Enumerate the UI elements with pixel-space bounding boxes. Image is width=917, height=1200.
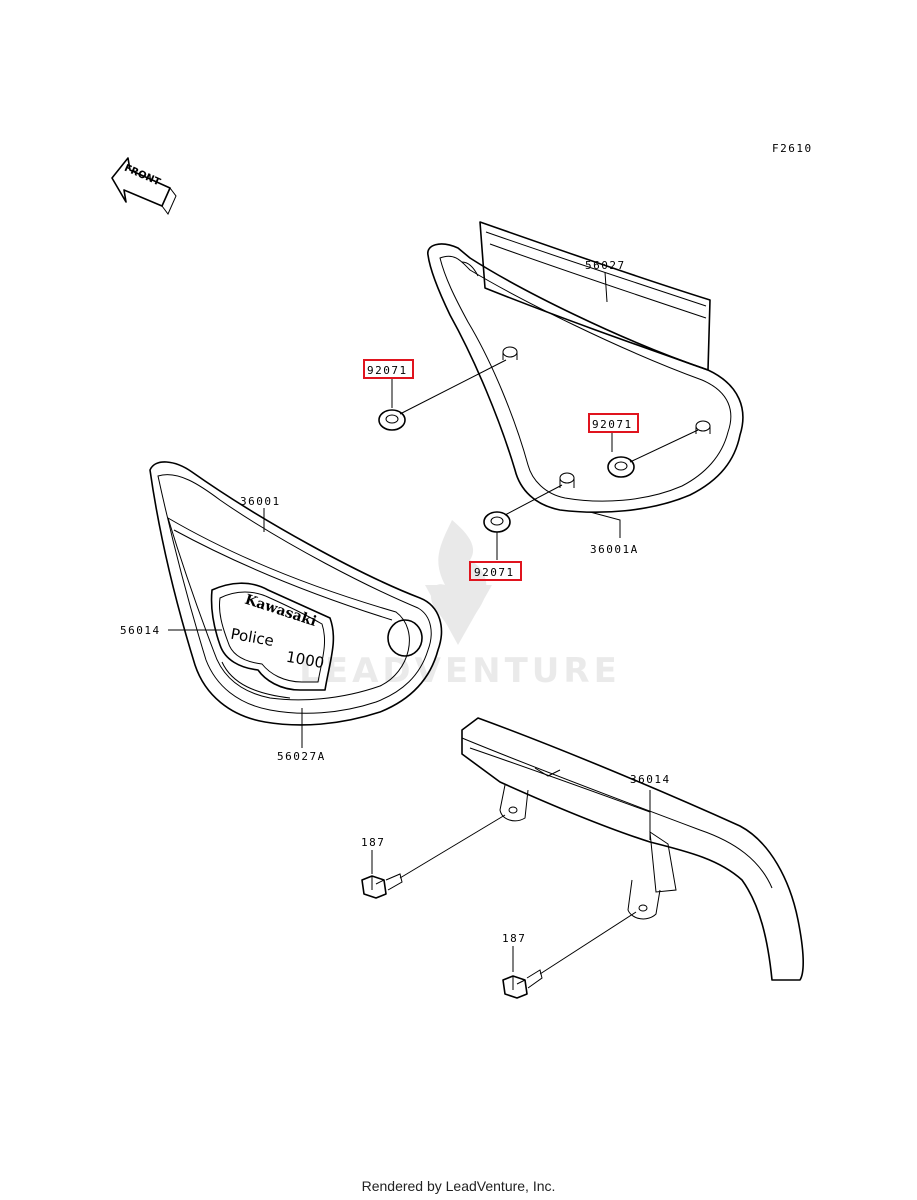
label-56014: 56014 — [120, 624, 161, 637]
highlight-box — [588, 413, 639, 433]
bolt-icon — [502, 969, 543, 999]
panel-56027 — [479, 221, 711, 371]
label-187-b: 187 — [502, 932, 526, 945]
label-56027: 56027 — [585, 259, 626, 272]
label-56027a: 56027A — [277, 750, 326, 763]
side-cover-upper — [427, 221, 744, 513]
label-92071-b: 92071 — [592, 418, 633, 431]
bracket-hole-icon — [638, 904, 648, 912]
label-36014: 36014 — [630, 773, 671, 786]
watermark-text: LEADVENTURE — [299, 651, 621, 691]
label-92071-c: 92071 — [474, 566, 515, 579]
bracket-hole-icon — [508, 806, 518, 814]
front-label: FRONT — [122, 163, 162, 189]
boss-icon — [502, 346, 518, 360]
grommet-icon — [378, 409, 406, 431]
emblem-brand: Kawasaki — [243, 592, 319, 630]
chain-guard-36014 — [461, 717, 804, 981]
highlight-box — [363, 359, 414, 379]
boss-icon — [695, 420, 711, 434]
label-187-a: 187 — [361, 836, 385, 849]
grommet-icon — [607, 456, 635, 478]
grommet-icon — [483, 511, 511, 533]
boss-icon — [559, 472, 575, 488]
watermark-logo-icon — [425, 520, 492, 645]
highlight-box — [469, 561, 522, 581]
mount-hole-icon — [387, 619, 423, 657]
emblem-model: Police — [229, 625, 275, 650]
stripe-56027a — [167, 516, 410, 701]
diagram-code: F2610 — [772, 142, 813, 155]
front-arrow-icon: FRONT — [111, 157, 177, 215]
label-36001a: 36001A — [590, 543, 639, 556]
bolt-icon — [361, 873, 403, 899]
label-92071-a: 92071 — [367, 364, 408, 377]
label-36001: 36001 — [240, 495, 281, 508]
footer-credit: Rendered by LeadVenture, Inc. — [361, 1178, 556, 1194]
